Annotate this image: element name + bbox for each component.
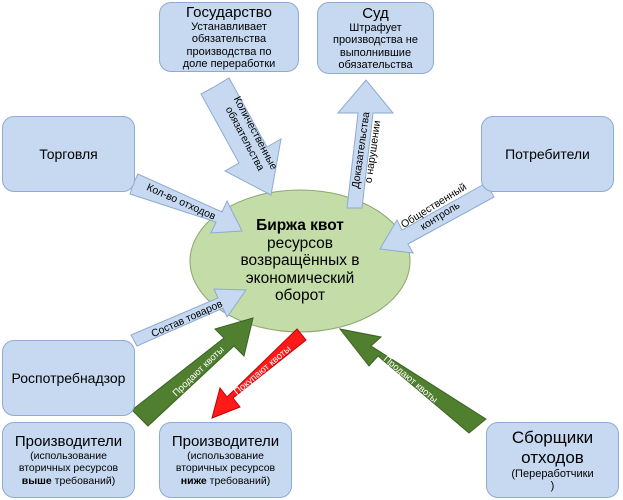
arrow-sells-quotas-left — [131, 317, 254, 427]
government-line: обязательства — [191, 33, 267, 45]
center-line: ресурсов — [267, 234, 333, 252]
arrow-evidence — [336, 79, 395, 209]
trade-title: Торговля — [39, 145, 98, 162]
court-line: производства не — [332, 34, 419, 46]
producers-above-line: (использование — [30, 449, 107, 462]
collectors-line: (Переработчики — [511, 467, 594, 480]
box-trade: Торговля — [2, 116, 135, 192]
producers-above-line: вторичных ресурсов — [18, 462, 119, 475]
producers-above-bold: выше — [21, 474, 52, 487]
arrow-sells-quotas-right — [338, 328, 487, 434]
producers-below-rest: требований) — [206, 474, 271, 487]
court-line: выполнившие — [339, 46, 412, 59]
producers-below-line: (использование — [187, 449, 264, 462]
center-line: экономический — [245, 269, 355, 287]
producers-below-bold: ниже — [180, 474, 207, 487]
box-rospotrebnadzor: Роспотребнадзор — [2, 340, 135, 416]
producers-above-title: Производители — [14, 432, 123, 450]
arrow-buys-quotas — [211, 328, 307, 419]
collectors-title: отходов — [521, 447, 584, 467]
arrow-waste-quantity — [129, 173, 243, 234]
arrow-quantitative-obligations — [200, 77, 282, 196]
rospotrebnadzor-title: Роспотребнадзор — [11, 369, 126, 386]
box-consumers: Потребители — [481, 116, 614, 192]
producers-below-line: вторичных ресурсов — [175, 462, 276, 475]
center-title: Биржа квот — [256, 217, 344, 235]
court-title: Суд — [362, 4, 389, 22]
government-line: Устанавливает — [191, 20, 267, 33]
box-government: Государство Устанавливает обязательства … — [159, 2, 299, 72]
collectors-title: Сборщики — [511, 427, 594, 447]
center-label: Биржа квот ресурсов возвращённых в эконо… — [190, 191, 410, 331]
arrow-goods-composition — [130, 288, 247, 347]
center-line: возвращённых в — [240, 252, 360, 270]
producers-above-line3: выше требований) — [22, 475, 115, 488]
box-waste-collectors: Сборщики отходов (Переработчики ) — [486, 422, 619, 498]
consumers-title: Потребители — [505, 145, 590, 162]
court-line: Штрафует — [349, 21, 402, 34]
court-line: обязательства — [338, 59, 413, 71]
producers-below-line3: ниже требований) — [181, 475, 270, 488]
box-producers-below: Производители (использование вторичных р… — [159, 422, 292, 498]
producers-below-title: Производители — [171, 432, 280, 450]
government-line: доле переработки — [182, 58, 276, 70]
arrow-public-control — [379, 182, 495, 254]
center-line: оборот — [274, 287, 326, 305]
box-producers-above: Производители (использование вторичных р… — [2, 422, 135, 498]
producers-above-rest: требований) — [51, 474, 116, 487]
box-court: Суд Штрафует производства не выполнившие… — [317, 2, 434, 74]
government-title: Государство — [186, 3, 272, 21]
government-line: производства по — [186, 45, 272, 58]
collectors-line: ) — [550, 480, 555, 492]
